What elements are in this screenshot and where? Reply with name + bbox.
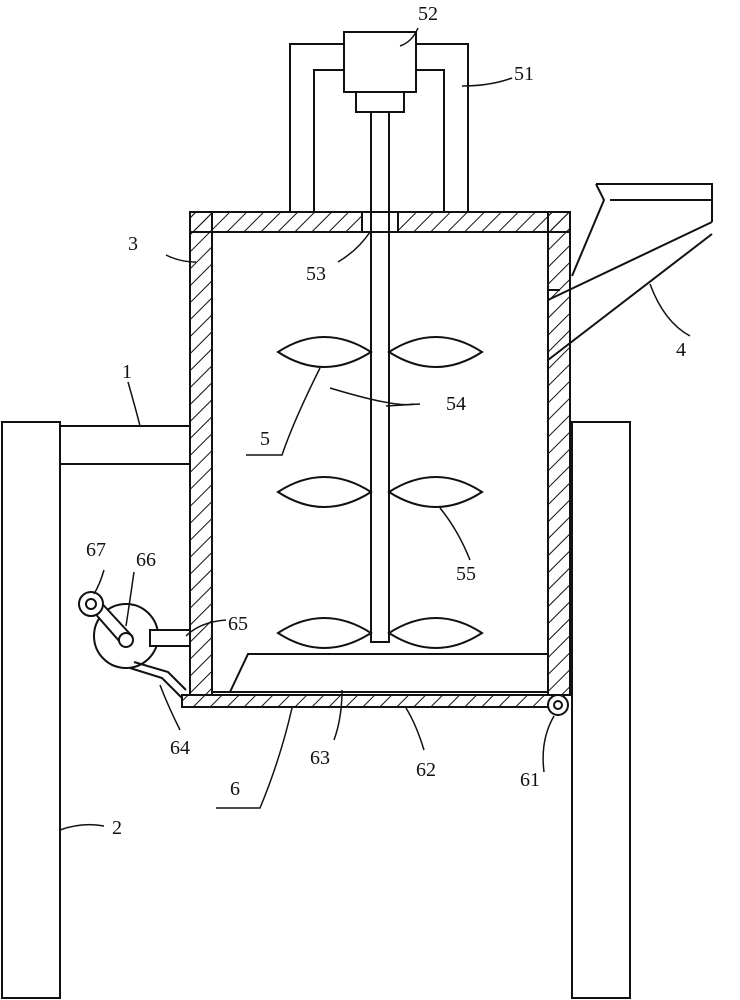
stirring-blades: [276, 336, 484, 649]
label-4: 4: [676, 339, 686, 361]
left-leg: [1, 421, 61, 999]
bottom-plate: [181, 694, 559, 708]
label-54: 54: [446, 393, 466, 415]
stirring-shaft: [361, 111, 399, 643]
label-64: 64: [170, 737, 190, 759]
cam-mechanism: [78, 591, 191, 699]
label-66: 66: [136, 549, 156, 571]
label-61: 61: [520, 769, 540, 791]
label-2: 2: [112, 817, 122, 839]
label-53: 53: [306, 263, 326, 285]
motor: [343, 31, 417, 113]
label-55: 55: [456, 563, 476, 585]
feed-hopper: [547, 183, 713, 361]
label-63: 63: [310, 747, 330, 769]
hinge: [547, 694, 569, 716]
reference-labels: 52 51 3 53 4 1 54 5 55 67 66 65 64 63 62…: [86, 3, 686, 839]
label-5: 5: [260, 428, 270, 450]
label-1: 1: [122, 361, 132, 383]
label-6: 6: [230, 778, 240, 800]
frame-crossbar: [59, 425, 191, 465]
label-67: 67: [86, 539, 106, 561]
label-3: 3: [128, 233, 138, 255]
label-62: 62: [416, 759, 436, 781]
label-65: 65: [228, 613, 248, 635]
leader-lines: [59, 27, 691, 831]
label-52: 52: [418, 3, 438, 25]
inclined-plate: [212, 653, 548, 693]
right-leg: [571, 421, 631, 999]
label-51: 51: [514, 63, 534, 85]
